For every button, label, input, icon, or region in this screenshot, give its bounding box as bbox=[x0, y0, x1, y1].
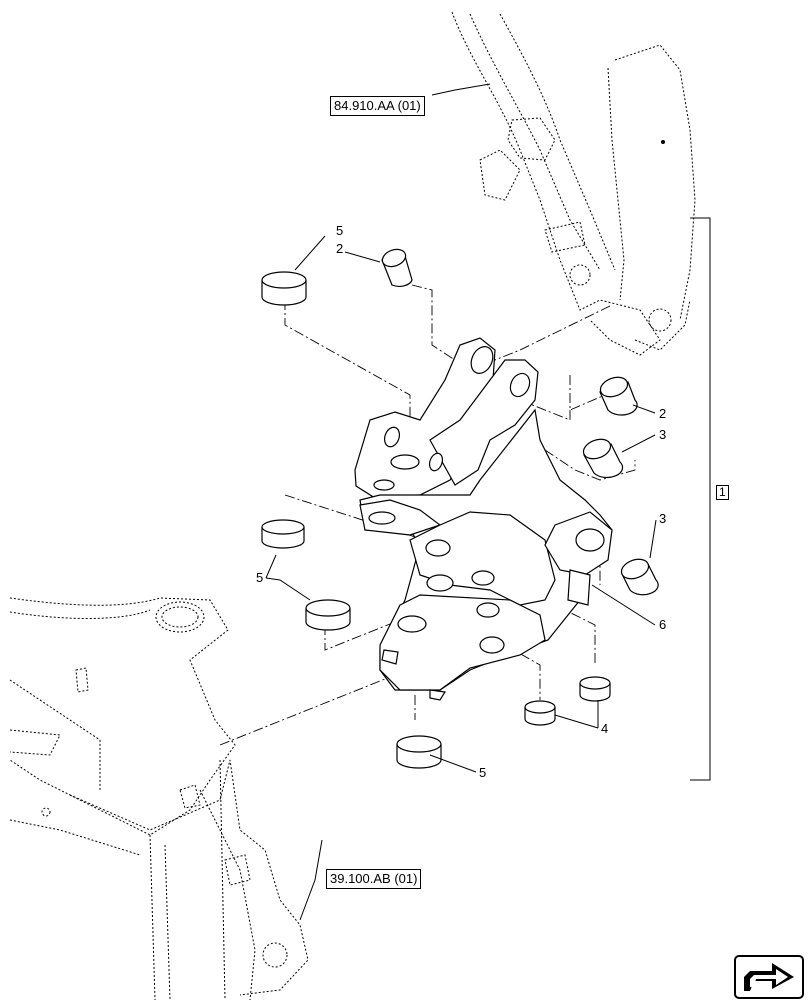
swing-bracket bbox=[354, 337, 613, 701]
bushing-2-top bbox=[381, 248, 413, 287]
callout-5-left: 5 bbox=[256, 570, 264, 585]
callout-5-bottom: 5 bbox=[479, 765, 487, 780]
reference-label-top[interactable]: 84.910.AA (01) bbox=[330, 96, 425, 116]
chassis-frame bbox=[9, 597, 309, 1000]
reference-label-bottom[interactable]: 39.100.AB (01) bbox=[326, 869, 422, 889]
group-label: 1 bbox=[716, 485, 729, 500]
bushing-5-left-a bbox=[261, 519, 305, 549]
callout-6: 6 bbox=[659, 617, 667, 632]
bushing-5-left-b bbox=[305, 599, 351, 631]
callout-4: 4 bbox=[601, 721, 609, 736]
callout-2-top: 2 bbox=[336, 241, 344, 256]
boom-arm bbox=[451, 11, 696, 356]
bushing-4-b bbox=[524, 700, 556, 726]
bushing-3-right-b bbox=[620, 558, 659, 596]
bushing-5-top bbox=[261, 271, 307, 306]
leader-lines bbox=[265, 83, 711, 921]
callout-3-right-a: 3 bbox=[659, 427, 667, 442]
bushing-4-a bbox=[579, 676, 611, 702]
bushing-2-right bbox=[599, 376, 638, 416]
bushing-5-bottom bbox=[396, 735, 442, 769]
bushing-3-right-a bbox=[582, 438, 624, 479]
next-page-button[interactable] bbox=[734, 955, 804, 999]
callout-5-top: 5 bbox=[336, 223, 344, 238]
callout-3-right-b: 3 bbox=[659, 511, 667, 526]
callout-2-right: 2 bbox=[659, 406, 667, 421]
next-page-arrow-icon bbox=[744, 963, 794, 991]
